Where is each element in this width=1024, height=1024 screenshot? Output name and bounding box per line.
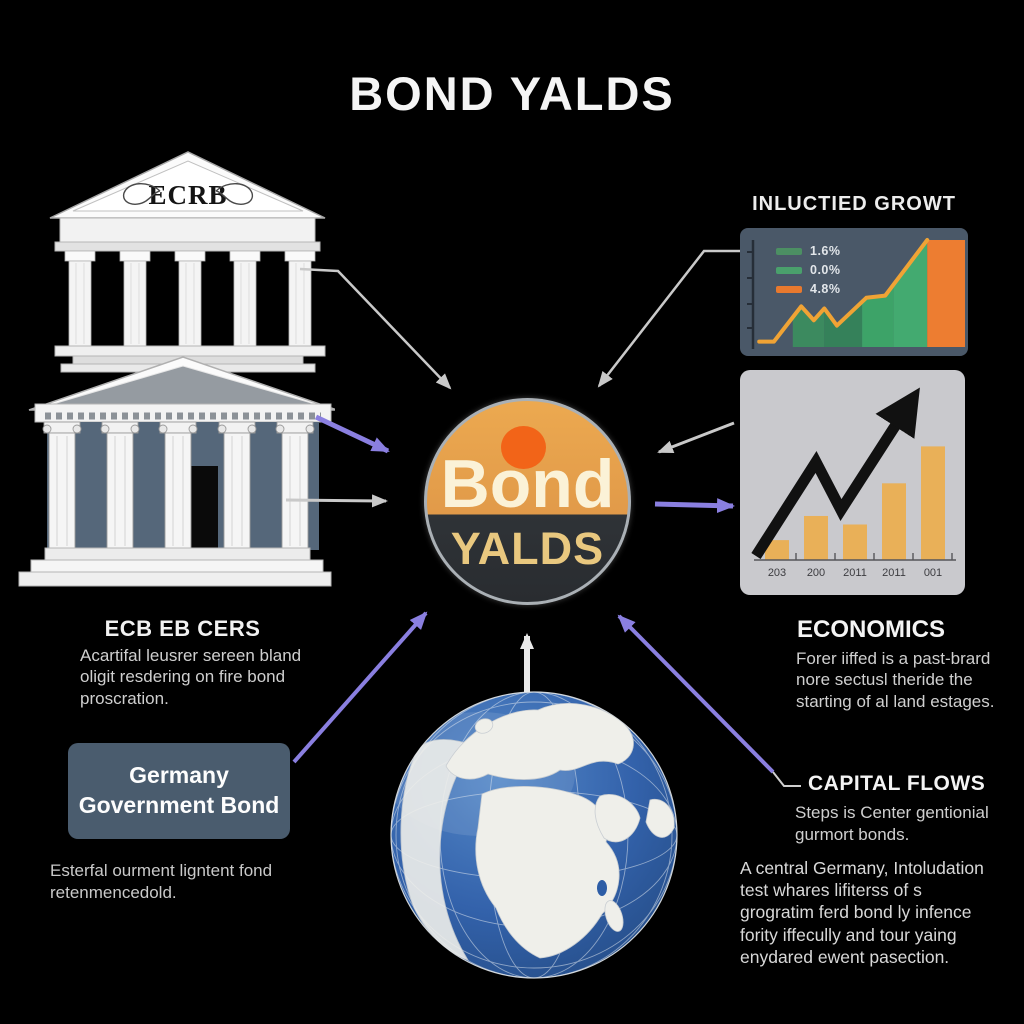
page-title: BOND YALDS — [349, 67, 675, 120]
germany-box-label: Germany Government Bond — [78, 762, 280, 818]
economics-bar-chart-panel: 203 200 2011 2011 001 — [740, 370, 965, 595]
bottom-right-note: A central Germany, Intoludation test wha… — [740, 858, 984, 967]
area-segment — [792, 306, 825, 347]
area-segment — [862, 284, 894, 347]
induced-growth-chart-title: INLUCTIED GROWT — [752, 193, 956, 215]
economics-heading: ECONOMICS — [797, 616, 946, 643]
globe-graphic — [390, 691, 678, 979]
ecb-section-body: Acartifal leusrer sereen bland oligit re… — [80, 646, 302, 708]
badge-word-yalds: YALDS — [450, 523, 605, 574]
badge-word-bond: Bond — [440, 446, 615, 522]
ecb-section-heading: ECB EB CERS — [104, 616, 261, 641]
land-madagascar — [604, 900, 624, 932]
capital-flows-body: Steps is Center gentionial gurmort bonds… — [795, 803, 989, 844]
trend-line — [757, 238, 930, 344]
bar — [843, 524, 867, 560]
arrow-center-to-barchart-purple — [654, 498, 735, 514]
land-britain — [474, 718, 494, 734]
legend-label: 0.0% — [810, 263, 841, 277]
induced-growth-plot — [747, 238, 965, 349]
sun-dot-icon — [501, 426, 546, 469]
trend-zigzag-arrow — [751, 387, 920, 559]
land-arabia — [594, 794, 641, 843]
ecb-building-illustration: ECRB — [18, 151, 335, 587]
area-segment — [893, 240, 928, 347]
arrow-growth-chart-to-center — [597, 249, 740, 388]
induced-growth-chart-panel: 1.6% 0.0% 4.8% — [740, 228, 968, 356]
legend-label: 1.6% — [810, 244, 841, 258]
land-africa — [475, 786, 620, 959]
induced-growth-legend: 1.6% 0.0% 4.8% — [776, 244, 841, 296]
pediment-ornament-right — [215, 183, 254, 205]
legend-label: 4.8% — [810, 282, 841, 296]
legend-swatch — [776, 285, 802, 293]
land-india — [645, 798, 675, 838]
pediment-ornament-left — [122, 183, 161, 205]
bond-yields-badge: Bond YALDS — [424, 398, 631, 605]
legend-swatch — [776, 266, 802, 274]
pediment-label: ECRB — [148, 180, 227, 210]
orange-spike-bar — [927, 240, 965, 347]
bar-x-label: 2011 — [882, 567, 906, 579]
legend-item: 1.6% — [776, 244, 841, 258]
capital-flows-connector-tail — [772, 771, 801, 787]
bar — [765, 540, 789, 560]
capital-flows-heading: CAPITAL FLOWS — [808, 772, 986, 795]
economics-body: Forer iiffed is a past-brard nore sectus… — [796, 649, 995, 711]
bar-x-label: 001 — [924, 567, 942, 579]
arrow-barchart-to-center — [657, 421, 735, 454]
legend-swatch — [776, 247, 802, 255]
economics-bar-plot: 203 200 2011 2011 001 — [751, 387, 956, 579]
bar — [921, 446, 945, 560]
bar — [882, 483, 906, 560]
bar-x-label: 203 — [768, 567, 786, 579]
bar-x-label: 2011 — [843, 567, 867, 579]
legend-item: 4.8% — [776, 282, 841, 296]
bar-x-label: 200 — [807, 567, 825, 579]
germany-note: Esterfal ourment ligntent fond retenmenc… — [50, 861, 273, 903]
germany-government-bond-box: Germany Government Bond — [68, 743, 290, 839]
legend-item: 0.0% — [776, 263, 841, 277]
bar — [804, 515, 828, 560]
